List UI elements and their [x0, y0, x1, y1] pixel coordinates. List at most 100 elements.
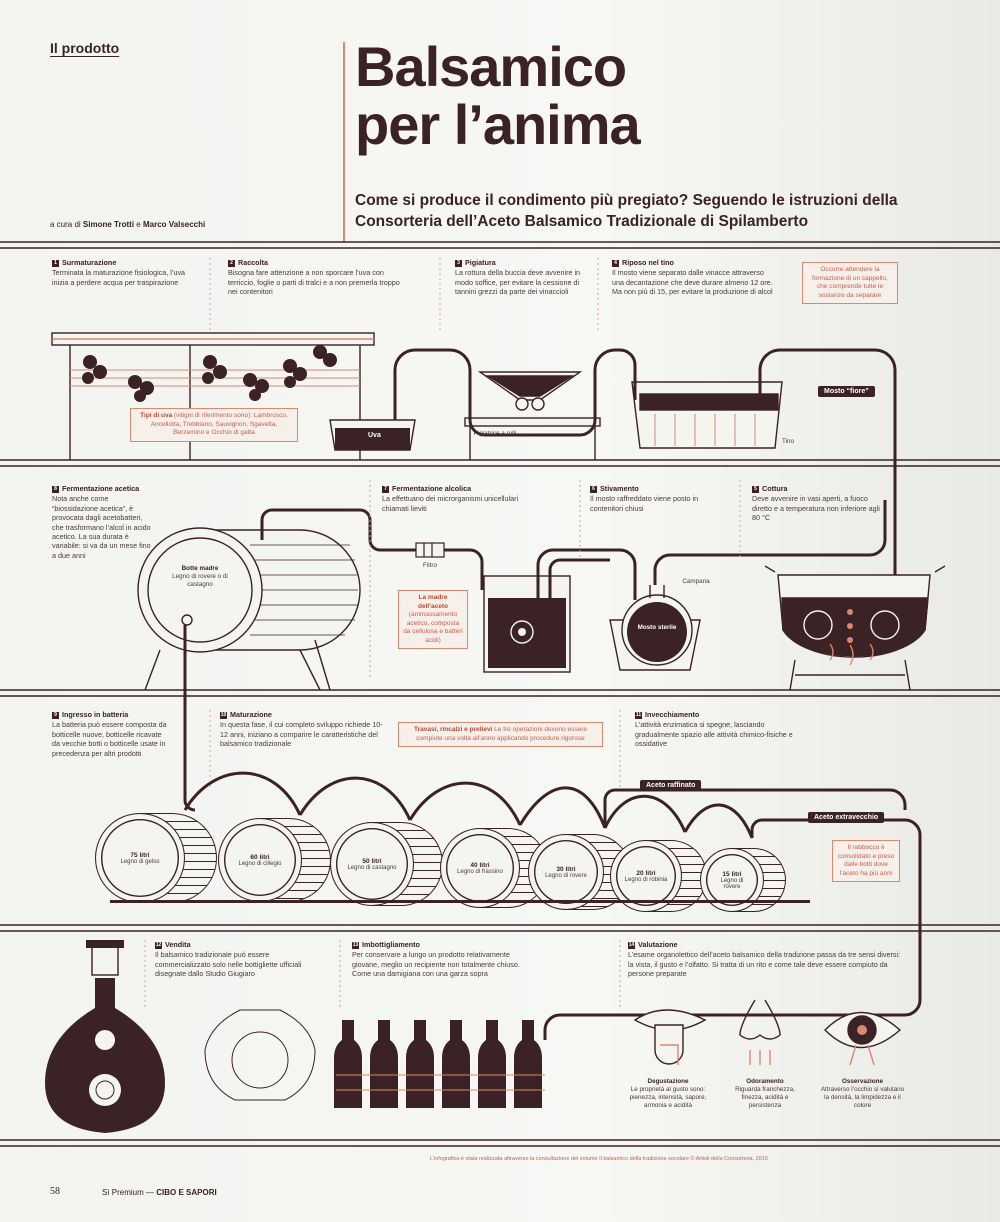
step-text: Il balsamico tradizionale può essere com…: [155, 950, 302, 979]
eye-icon: [824, 1011, 902, 1066]
barrel-wood: Legno di rovere: [720, 877, 744, 890]
barrel-wood: Legno di castagno: [347, 864, 397, 871]
page-number: 58: [50, 1186, 60, 1197]
note-mother-vinegar: La madre dell’aceto (ammassamento acetic…: [398, 590, 468, 649]
step-number: 2: [228, 260, 235, 267]
author-2: Marco Valsecchi: [142, 220, 206, 229]
label-mosto-fiore: Mosto “fiore”: [818, 386, 875, 397]
step-title: Riposo nel tino: [622, 258, 674, 267]
barrel-size: 30 litri: [556, 865, 576, 873]
barrel-size: 15 litri: [722, 870, 742, 878]
step-title: Valutazione: [638, 940, 678, 949]
byline-and: e: [136, 220, 141, 229]
mother-barrel: [137, 527, 361, 691]
footer-magazine: Sì Premium — CIBO E SAPORI: [102, 1188, 217, 1197]
barrel-size: 40 litri: [470, 861, 490, 869]
flask: [609, 585, 701, 671]
step-text: Per conservare a lungo un prodotto relat…: [352, 950, 520, 979]
barrel-wood: Legno di gelso: [120, 858, 160, 865]
step-number: 11: [635, 712, 642, 719]
note-text: Le tre operazioni devono essere compiute…: [416, 726, 588, 742]
conveyor-bands: [0, 241, 1000, 1147]
label-botte-madre: Botte madre Legno di rovere o di castagn…: [165, 565, 235, 589]
barrel-wood: Legno di frassino: [457, 868, 503, 875]
label-uva: Uva: [368, 432, 381, 439]
sense-title: Osservazione: [842, 1078, 883, 1085]
title-rule: [343, 42, 345, 242]
crusher: [464, 371, 601, 460]
step-title: Pigiatura: [465, 258, 496, 267]
step-text: Nota anche come “biossidazione acetica”,…: [52, 494, 151, 560]
step-text: La batteria può essere composta da botti…: [52, 720, 167, 758]
label-tino: Tino: [781, 438, 794, 445]
step-title: Fermentazione acetica: [62, 484, 140, 493]
sense-odoramento: Odoramento Riguarda franchezza, finezza,…: [725, 1078, 805, 1110]
barrel-wood: Legno di rovere: [545, 872, 587, 879]
barrel-size: 50 litri: [362, 857, 382, 865]
step-title: Vendita: [165, 940, 191, 949]
bottle-row: [334, 1020, 542, 1108]
barrel-size: 75 litri: [130, 851, 150, 859]
step-number: 9: [52, 712, 59, 719]
sense-text: Attraverso l’occhio si valutano la densi…: [820, 1086, 905, 1109]
step-title: Maturazione: [230, 710, 272, 719]
barrel-size: 20 litri: [636, 869, 656, 877]
footer-magazine-name: Sì Premium —: [102, 1188, 155, 1197]
barrel-wood: Legno di robinia: [624, 876, 668, 883]
grape-bunches: [82, 345, 337, 402]
fermenter-tank: [483, 575, 571, 673]
step-text: Deve avvenire in vasi aperti, a fuoco di…: [752, 494, 880, 523]
note-text: (vitigni di riferimento sono): Lambrusco…: [150, 412, 288, 436]
step-title: Stivamento: [600, 484, 639, 493]
footer-section: CIBO E SAPORI: [156, 1188, 217, 1197]
step-number: 12: [155, 942, 162, 949]
byline-prefix: a cura di: [50, 220, 81, 229]
note-transfers: Travasi, rincalzi e prelievi Le tre oper…: [398, 722, 603, 747]
note-title: Tipi di uva: [140, 412, 173, 419]
pipe-row1: [393, 348, 897, 580]
nose-icon: [739, 999, 781, 1065]
note-title: La madre dell’aceto: [418, 594, 448, 610]
pipe-to-battery: [183, 625, 196, 812]
step-number: 5: [752, 486, 759, 493]
step-text: La rottura della buccia deve avvenire in…: [455, 268, 581, 297]
step-number: 3: [455, 260, 462, 267]
label-mosto-sterile: Mosto sterile: [637, 624, 677, 631]
sense-degustazione: Degustazione Le proprietà al gusto sono:…: [628, 1078, 708, 1110]
bottle-seal-sketch: [204, 1009, 316, 1101]
label-campana: Campana: [682, 578, 710, 585]
step-text: L’esame organolettico dell’aceto balsami…: [628, 950, 901, 979]
barrel-size: 60 litri: [250, 853, 270, 861]
label-botte-madre-title: Botte madre: [181, 565, 219, 572]
step-title: Cottura: [762, 484, 788, 493]
step-number: 6: [590, 486, 597, 493]
official-bottle: [45, 940, 165, 1133]
label-aceto-raffinato: Aceto raffinato: [640, 780, 702, 791]
step-text: Il mosto viene separato dalle vinacce at…: [612, 268, 773, 297]
byline: a cura di Simone Trotti e Marco Valsecch…: [50, 220, 205, 229]
step-title: Ingresso in batteria: [62, 710, 129, 719]
sense-text: Riguarda franchezza, finezza, acidità e …: [735, 1086, 795, 1109]
page-title: Balsamico per l’anima: [355, 38, 641, 154]
step-text: Terminata la maturazione fisiologica, l’…: [52, 268, 186, 287]
step-text: Il mosto raffreddato viene posto in cont…: [590, 494, 699, 513]
step-number: 1: [52, 260, 59, 267]
battery-arches: [183, 771, 922, 1040]
sense-title: Degustazione: [647, 1078, 689, 1085]
step-number: 10: [220, 712, 227, 719]
